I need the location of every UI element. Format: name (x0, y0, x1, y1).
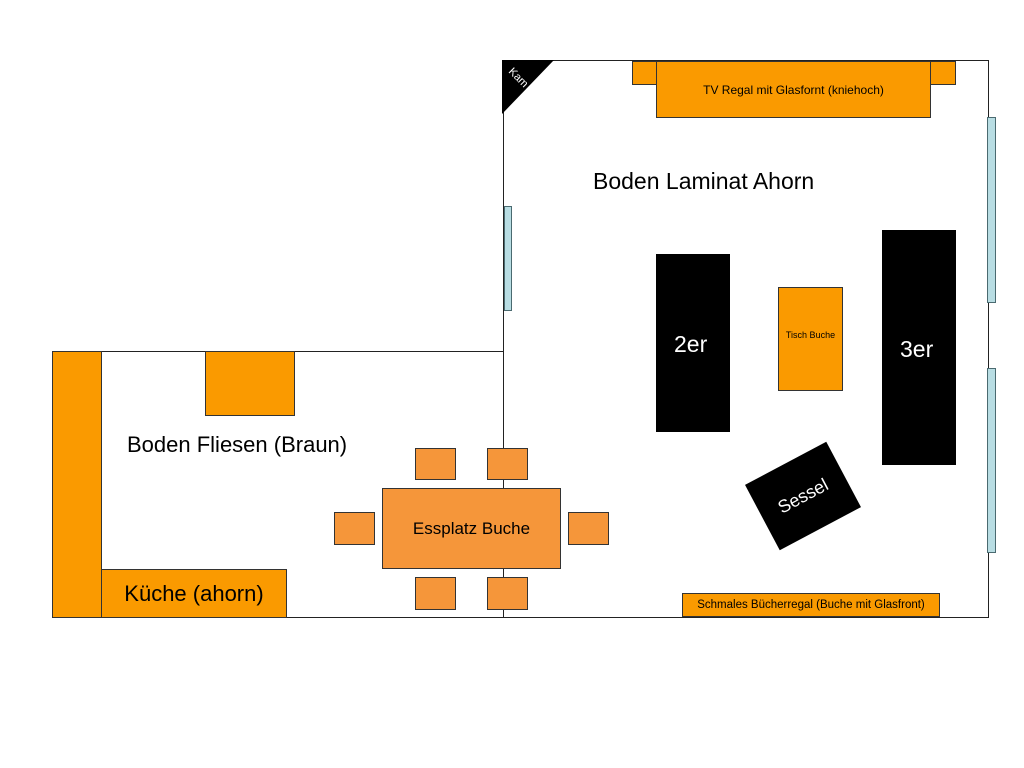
coffee-table: Tisch Buche (778, 287, 843, 391)
dining-chair-left (334, 512, 375, 545)
dining-label: Essplatz Buche (412, 518, 531, 538)
sofa-2-label: 2er (674, 331, 708, 357)
dining-chair-bottom-left (415, 577, 456, 610)
kitchen-counter: Küche (ahorn) (101, 569, 287, 618)
dining-chair-right (568, 512, 609, 545)
coffee-table-label: Tisch Buche (785, 330, 836, 340)
tv-shelf-left-end (632, 61, 658, 85)
kitchen-label: Küche (ahorn) (124, 580, 264, 606)
window-right-wall-upper (987, 117, 996, 303)
window-right-wall-lower (987, 368, 996, 553)
dining-table: Essplatz Buche (382, 488, 561, 569)
window-left-wall (504, 206, 512, 311)
kitchen-counter-vertical (52, 351, 102, 618)
tv-shelf-label: TV Regal mit Glasfornt (kniehoch) (703, 82, 884, 97)
tv-shelf: TV Regal mit Glasfornt (kniehoch) (656, 61, 931, 118)
dining-chair-top-right (487, 448, 528, 480)
sofa-3-seater: 3er (882, 230, 956, 465)
fireplace-icon: Kam (502, 60, 554, 114)
dining-chair-bottom-right (487, 577, 528, 610)
sofa-3-label: 3er (900, 336, 934, 362)
dining-chair-top-left (415, 448, 456, 480)
armchair-label: Sessel (774, 474, 832, 518)
tv-shelf-right-end (929, 61, 956, 85)
bookshelf-label: Schmales Bücherregal (Buche mit Glasfron… (697, 599, 925, 611)
kitchen-floor-label: Boden Fliesen (Braun) (127, 432, 348, 457)
sofa-2-seater: 2er (656, 254, 730, 432)
kitchen-cabinet (205, 351, 295, 416)
bookshelf: Schmales Bücherregal (Buche mit Glasfron… (682, 593, 940, 617)
living-room-floor-label: Boden Laminat Ahorn (593, 168, 815, 194)
